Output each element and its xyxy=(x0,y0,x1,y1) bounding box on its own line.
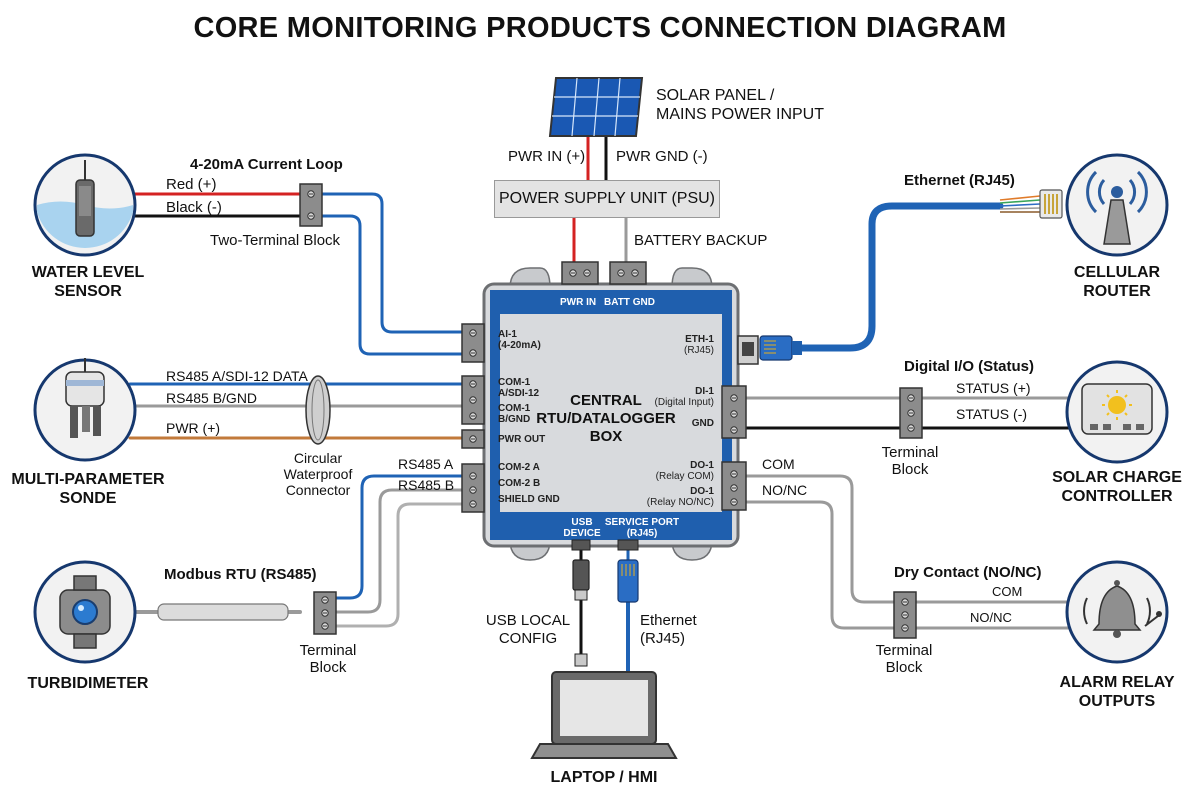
turbidimeter-cable-sleeve xyxy=(157,603,289,621)
bottom-ports xyxy=(571,539,639,551)
rs485-b-gnd-label: RS485 B/GND xyxy=(166,390,258,406)
dry-contact-label: Dry Contact (NO/NC) xyxy=(894,564,1042,581)
usb-connector-icon xyxy=(572,559,590,667)
rs485-b-label: RS485 B xyxy=(398,477,455,493)
multi-parameter-sonde-icon xyxy=(33,358,137,462)
red-wire-label: Red (+) xyxy=(166,176,217,193)
modbus-label: Modbus RTU (RS485) xyxy=(164,566,317,583)
port-com-2-a: COM-2 A xyxy=(498,462,540,473)
relay-com-label: COM xyxy=(992,584,1023,599)
pwr-plus-label: PWR (+) xyxy=(166,420,221,436)
service-port-connector-icon xyxy=(617,559,639,603)
laptop-icon xyxy=(530,671,678,759)
circular-waterproof-connector xyxy=(305,375,331,445)
ethernet-connector-icon xyxy=(999,189,1063,219)
port-gnd: GND xyxy=(691,418,714,429)
turbidimeter-terminal-block xyxy=(313,591,337,635)
turbidimeter-icon xyxy=(33,560,137,664)
ethernet-lower-label: Ethernet(RJ45) xyxy=(640,612,697,647)
no-nc-wire-label: NO/NC xyxy=(762,482,808,498)
digital-io-terminal-block xyxy=(899,387,923,439)
port-service: SERVICE PORT(RJ45) xyxy=(604,517,680,539)
port-eth-1: ETH-1(RJ45) xyxy=(683,334,714,356)
port-pwr-out: PWR OUT xyxy=(498,434,546,445)
status-minus-label: STATUS (-) xyxy=(956,406,1028,422)
port-do-1-com: DO-1(Relay COM) xyxy=(655,460,714,482)
page-title: CORE MONITORING PRODUCTS CONNECTION DIAG… xyxy=(193,12,1007,44)
pwr-in-connector xyxy=(561,261,599,285)
left-terminal-strips xyxy=(461,323,485,513)
alarm-bell-icon xyxy=(1065,560,1169,664)
pwr-in-wire-label: PWR IN (+) xyxy=(508,148,586,165)
batt-gnd-connector xyxy=(609,261,647,285)
battery-backup-label: BATTERY BACKUP xyxy=(634,232,768,249)
port-com-2-b: COM-2 B xyxy=(498,478,541,489)
water-level-sensor-icon xyxy=(33,153,137,257)
laptop-hmi-label: LAPTOP / HMI xyxy=(550,769,658,786)
relay-no-nc-label: NO/NC xyxy=(970,610,1012,625)
port-do-1-no-nc: DO-1(Relay NO/NC) xyxy=(646,486,714,508)
right-terminal-strips xyxy=(721,335,759,511)
port-pwr-in: PWR IN xyxy=(560,297,597,308)
port-shield-gnd: SHIELD GND xyxy=(498,494,560,505)
black-wire-label: Black (-) xyxy=(166,199,222,216)
solar-panel-label: SOLAR PANEL /MAINS POWER INPUT xyxy=(656,87,825,123)
eth-1-plug-icon xyxy=(759,335,802,361)
turbidimeter-label: TURBIDIMETER xyxy=(27,675,149,692)
two-terminal-block xyxy=(299,183,323,227)
solar-panel-icon xyxy=(548,77,644,137)
rs485-a-label: RS485 A xyxy=(398,456,454,472)
digital-io-label: Digital I/O (Status) xyxy=(904,358,1035,375)
pwr-gnd-wire-label: PWR GND (-) xyxy=(616,148,708,165)
status-plus-label: STATUS (+) xyxy=(956,380,1031,396)
current-loop-label: 4-20mA Current Loop xyxy=(190,156,343,173)
port-batt-gnd: BATT GND xyxy=(604,297,655,308)
port-di-1: DI-1(Digital Input) xyxy=(654,386,714,408)
ethernet-rj45-label: Ethernet (RJ45) xyxy=(904,172,1015,189)
two-terminal-block-label: Two-Terminal Block xyxy=(210,232,341,249)
rs485-a-sdi-label: RS485 A/SDI-12 DATA xyxy=(166,368,308,384)
com-wire-label: COM xyxy=(762,456,795,472)
solar-charge-controller-icon xyxy=(1065,360,1169,464)
central-box xyxy=(482,267,740,561)
port-ai-1: AI-1(4-20mA) xyxy=(498,329,541,351)
relay-terminal-block xyxy=(893,591,917,639)
cellular-router-icon xyxy=(1065,153,1169,257)
power-supply-unit: POWER SUPPLY UNIT (PSU) xyxy=(494,180,720,218)
